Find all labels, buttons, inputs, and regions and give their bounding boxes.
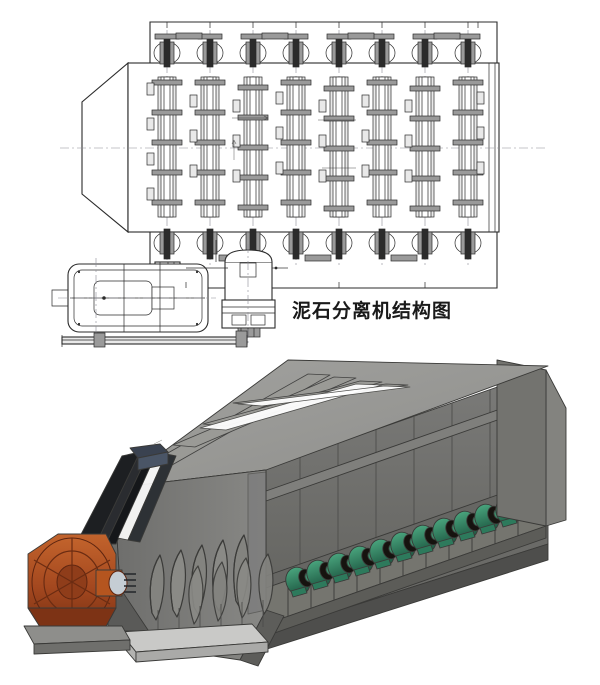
bearing-assembly — [411, 524, 440, 556]
shaft-bearing-top — [239, 33, 267, 68]
spiral-blade — [212, 561, 228, 622]
dimension-annotations — [231, 115, 356, 169]
isometric-render-svg — [23, 359, 567, 667]
shaft-bearing-top — [411, 33, 439, 68]
shaft-assembly — [318, 30, 355, 266]
shaft-bearing-top — [368, 33, 396, 68]
v-belt-drive — [75, 443, 177, 545]
shaft-assembly — [404, 30, 441, 266]
spiral-blade — [236, 557, 252, 619]
separator-body-outline — [127, 62, 500, 233]
shaft-assembly — [275, 30, 312, 266]
shaft-bearing-bottom — [196, 228, 224, 260]
shaft-assembly — [361, 30, 398, 266]
shaft-bearing-bottom — [411, 228, 439, 260]
shaft-assembly — [189, 30, 226, 266]
shaft-bearing-bottom — [153, 228, 181, 260]
shaft-bearing-bottom — [454, 228, 482, 260]
figure-caption: 泥石分离机结构图 — [292, 300, 453, 322]
shaft-bearing-top — [325, 33, 353, 68]
base-support-rail — [61, 330, 248, 348]
spiral-blade — [188, 565, 204, 625]
shaft-assembly-group — [146, 30, 485, 266]
shaft-assembly — [452, 30, 485, 266]
drive-chain-top — [175, 32, 461, 40]
spiral-blade-group — [149, 534, 274, 632]
spiral-blade — [258, 553, 274, 615]
shaft-assembly — [146, 30, 183, 266]
trough-rear-wall — [496, 359, 567, 527]
shaft-bearing-bottom — [325, 228, 353, 260]
shaft-bearing-bottom — [282, 228, 310, 260]
shaft-bearing-top — [153, 33, 181, 68]
shaft-bearing-top — [196, 33, 224, 68]
shaft-bearing-top — [454, 33, 482, 68]
shaft-assembly — [232, 30, 269, 266]
spiral-blade — [149, 554, 165, 621]
frame-connector-line — [185, 240, 217, 288]
plan-drawing-panel: 泥石分离机结构图 — [51, 21, 545, 348]
isometric-render-panel — [0, 348, 600, 685]
discharge-chute — [119, 623, 269, 663]
drive-motor — [221, 244, 288, 346]
plan-drawing-svg — [51, 21, 545, 348]
gear-reducer — [51, 258, 216, 340]
spiral-blade — [170, 549, 187, 618]
shaft-bearing-bottom — [368, 228, 396, 260]
render-detail-line — [153, 439, 163, 445]
gear-reducer-3d — [23, 533, 136, 655]
